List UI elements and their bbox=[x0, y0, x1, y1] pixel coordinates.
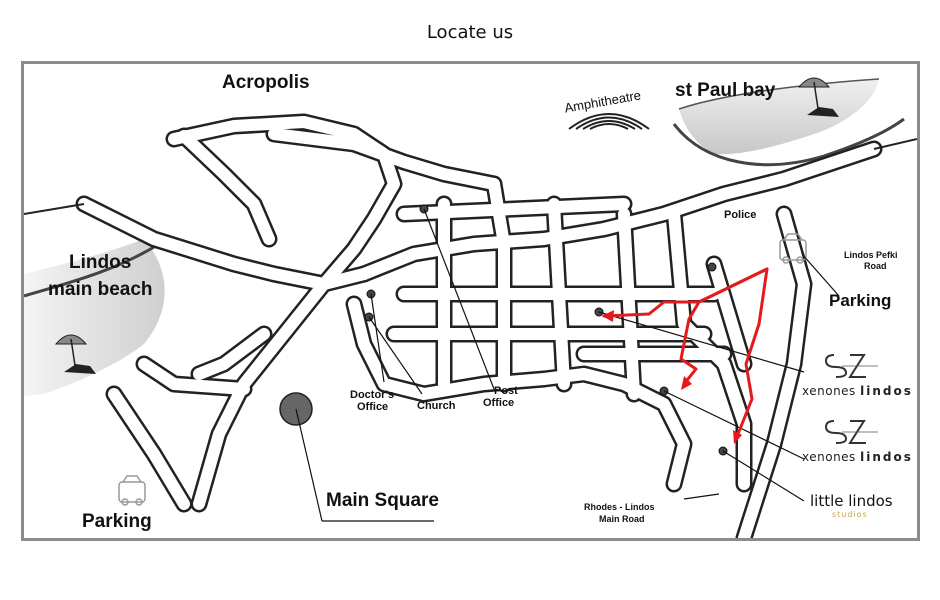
doctors-office-label-line2: Office bbox=[357, 401, 389, 413]
lindos-label-1: lindos bbox=[860, 384, 913, 398]
acropolis-label: Acropolis bbox=[222, 72, 310, 93]
post-office-label-line2: Office bbox=[483, 397, 515, 409]
xenones-label-2: xenones bbox=[802, 450, 861, 464]
xenones-lindos-brand-1[interactable]: xenones lindos bbox=[802, 351, 911, 398]
main-square-label: Main Square bbox=[326, 490, 439, 511]
little-lindos-sub-label: studios bbox=[832, 510, 868, 519]
xenones-lindos-brand-2[interactable]: xenones lindos bbox=[802, 417, 911, 464]
rhodes-lindos-road-label-line2: Main Road bbox=[599, 514, 645, 524]
parking-east-label: Parking bbox=[829, 291, 892, 310]
st-paul-bay-label: st Paul bay bbox=[675, 80, 776, 101]
lindos-main-beach-label-line1: Lindos bbox=[69, 252, 132, 273]
parking-icon-east bbox=[779, 233, 807, 264]
route-path bbox=[602, 267, 769, 441]
post-office-label-line1: Post bbox=[494, 385, 518, 397]
church-label: Church bbox=[417, 400, 456, 412]
lindos-pefki-road-label-line2: Road bbox=[864, 261, 887, 271]
amphitheatre-icon bbox=[568, 113, 650, 130]
beach-umbrella-icon-north bbox=[797, 77, 839, 117]
beach-umbrella-icon-west bbox=[54, 334, 96, 374]
rhodes-lindos-road-label-line1: Rhodes - Lindos bbox=[584, 502, 655, 512]
xenones-label-1: xenones bbox=[802, 384, 861, 398]
police-label: Police bbox=[724, 209, 757, 221]
sea-north-bay bbox=[679, 79, 879, 155]
lindos-pefki-road-label-line1: Lindos Pefki bbox=[844, 250, 898, 260]
lindos-main-beach-label-line2: main beach bbox=[48, 279, 153, 300]
police-marker bbox=[707, 262, 717, 272]
lindos-label-2: lindos bbox=[860, 450, 913, 464]
little-lindos-label[interactable]: little lindos bbox=[810, 492, 893, 510]
xenones-logo-icon bbox=[824, 354, 878, 378]
xenones-logo-icon bbox=[824, 420, 878, 444]
doctors-office-label-line1: Doctor's bbox=[350, 389, 395, 401]
parking-west-label: Parking bbox=[82, 511, 152, 532]
map-canvas bbox=[24, 77, 917, 538]
map[interactable]: Acropolis st Paul bay Amphitheatre Lindo… bbox=[21, 61, 920, 541]
sea-west bbox=[24, 239, 165, 396]
parking-icon-west bbox=[118, 475, 146, 506]
page-title: Locate us bbox=[426, 22, 514, 43]
